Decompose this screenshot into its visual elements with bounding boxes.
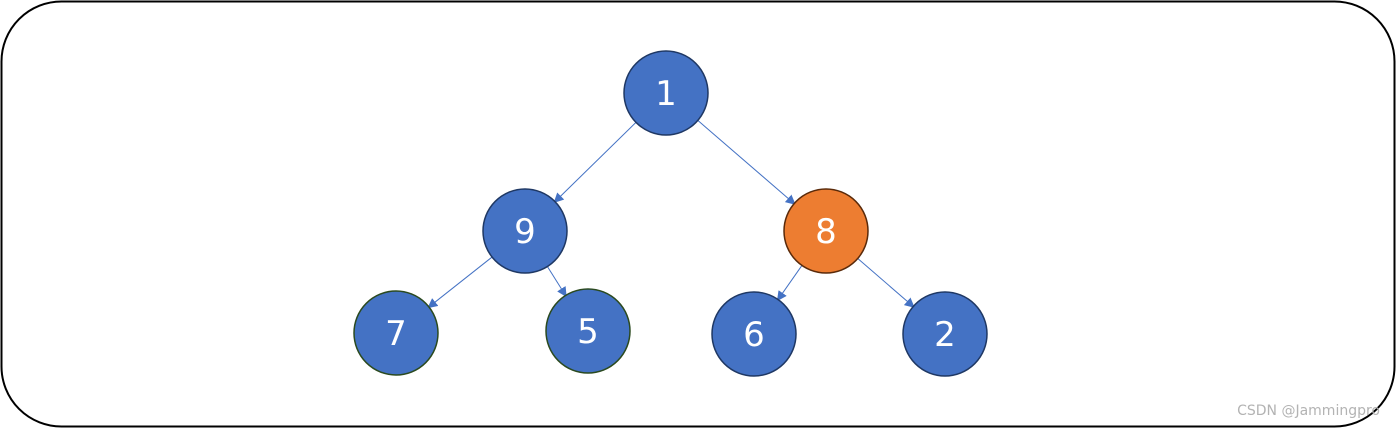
edge-n9-n7 xyxy=(427,256,493,309)
tree-node-circle xyxy=(902,291,988,377)
tree-node-label: 5 xyxy=(577,312,599,352)
tree-node-label: 6 xyxy=(743,315,765,355)
tree-node-circle xyxy=(623,50,709,136)
tree-node-label: 8 xyxy=(815,212,837,252)
tree-node-5: 5 xyxy=(545,288,631,374)
tree-edges xyxy=(427,120,915,309)
edge-n8-n6 xyxy=(776,265,803,302)
tree-node-circle xyxy=(711,291,797,377)
tree-node-6: 6 xyxy=(711,291,797,377)
tree-node-circle xyxy=(545,288,631,374)
tree-node-circle xyxy=(783,188,869,274)
edge-n1-n9 xyxy=(553,122,637,204)
watermark-text: CSDN @Jammingpro xyxy=(1237,403,1380,419)
edge-n1-n8 xyxy=(697,120,796,205)
tree-node-label: 2 xyxy=(934,315,956,355)
tree-node-8: 8 xyxy=(783,188,869,274)
edge-n8-n2 xyxy=(857,258,915,308)
tree-node-9: 9 xyxy=(482,188,568,274)
edge-n9-n5 xyxy=(546,266,567,298)
tree-node-label: 7 xyxy=(385,314,407,354)
tree-node-2: 2 xyxy=(902,291,988,377)
tree-node-1: 1 xyxy=(623,50,709,136)
tree-node-label: 9 xyxy=(514,212,536,252)
tree-node-circle xyxy=(482,188,568,274)
tree-node-label: 1 xyxy=(655,74,677,114)
tree-nodes: 1 9 8 7 5 6 2 xyxy=(353,50,988,377)
tree-node-7: 7 xyxy=(353,290,439,376)
tree-node-circle xyxy=(353,290,439,376)
